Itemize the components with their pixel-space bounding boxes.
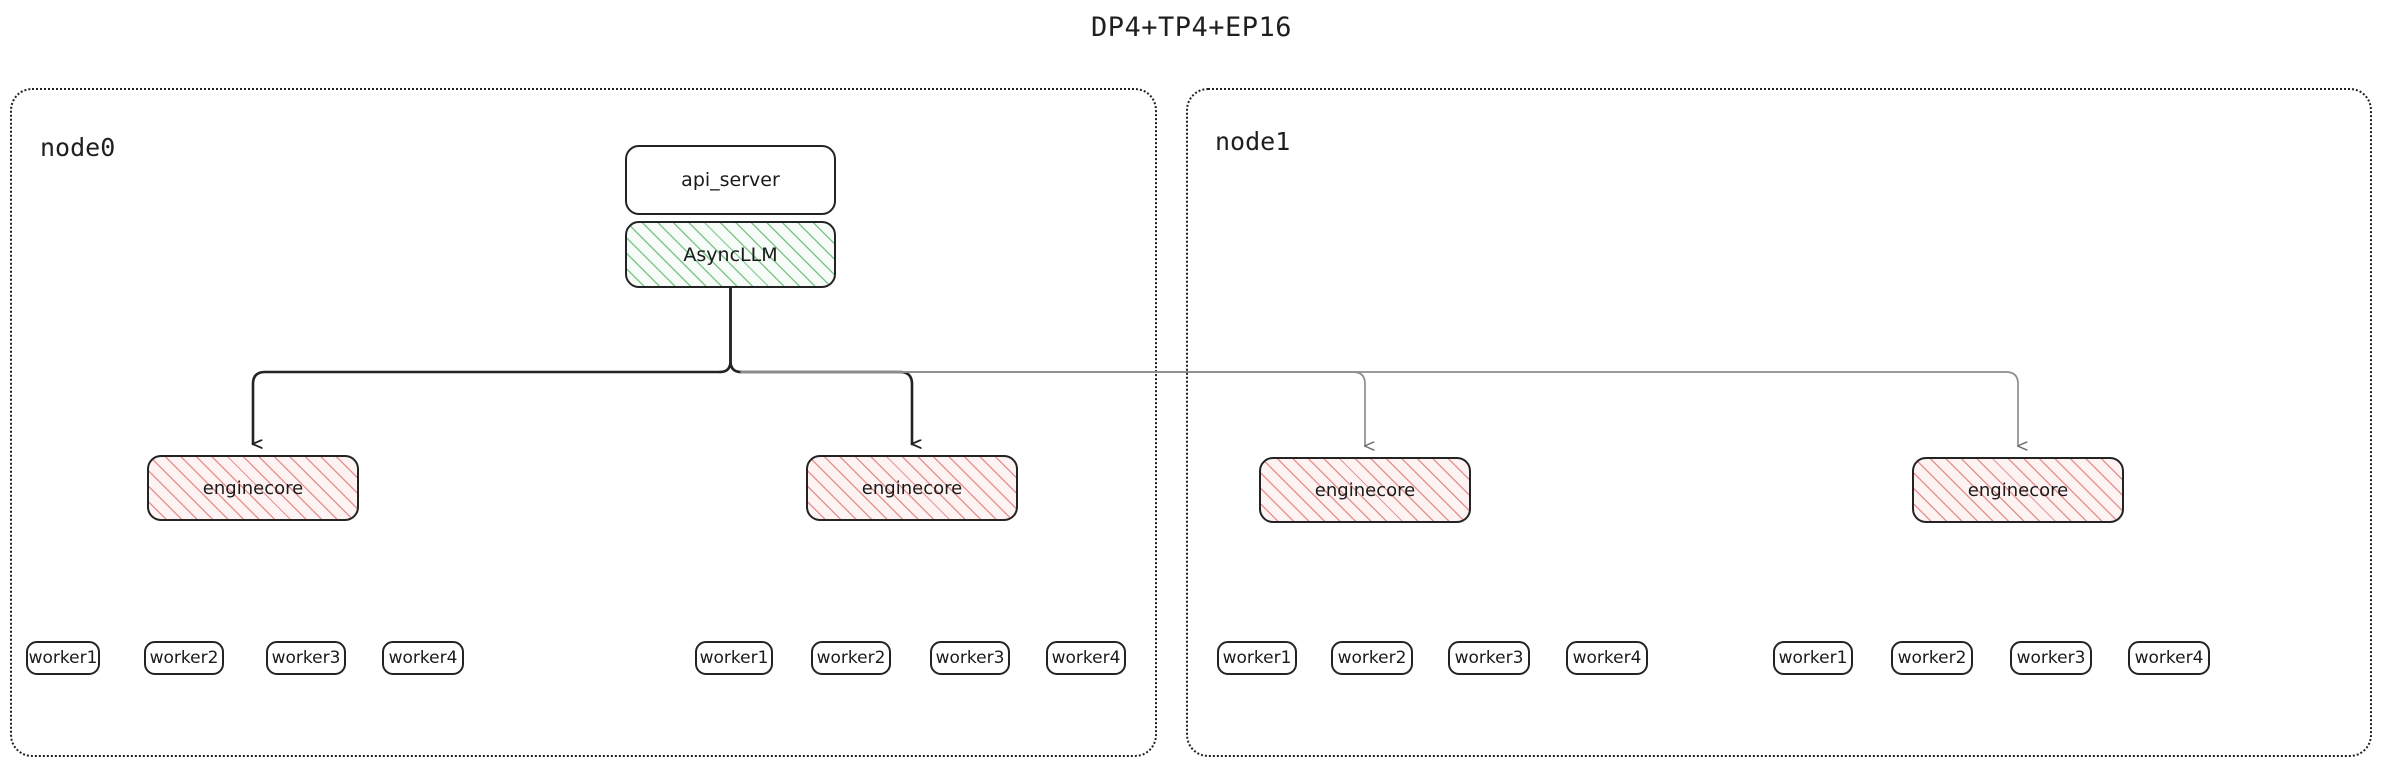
enginecore-box-node1-1[interactable]: enginecore (1912, 457, 2124, 523)
worker-box-node1-0-0[interactable]: worker1 (1217, 641, 1297, 675)
worker-box-node0-0-1[interactable]: worker2 (144, 641, 224, 675)
worker-box-node0-1-3[interactable]: worker4 (1046, 641, 1126, 675)
page-title: DP4+TP4+EP16 (1090, 12, 1293, 43)
worker-box-node1-0-2[interactable]: worker3 (1448, 641, 1530, 675)
enginecore-box-node1-0[interactable]: enginecore (1259, 457, 1471, 523)
worker-box-node1-0-3[interactable]: worker4 (1566, 641, 1648, 675)
api-server-box[interactable]: api_server (625, 145, 836, 215)
worker-box-node0-0-2[interactable]: worker3 (266, 641, 346, 675)
enginecore-box-node0-1[interactable]: enginecore (806, 455, 1018, 521)
worker-box-node0-1-0[interactable]: worker1 (695, 641, 773, 675)
async-llm-box[interactable]: AsyncLLM (625, 221, 836, 288)
worker-box-node0-1-2[interactable]: worker3 (930, 641, 1010, 675)
worker-box-node1-1-0[interactable]: worker1 (1773, 641, 1853, 675)
worker-box-node1-1-2[interactable]: worker3 (2010, 641, 2092, 675)
worker-box-node1-1-1[interactable]: worker2 (1891, 641, 1973, 675)
node-label-node0: node0 (40, 133, 116, 162)
worker-box-node1-0-1[interactable]: worker2 (1331, 641, 1413, 675)
worker-box-node0-0-3[interactable]: worker4 (382, 641, 464, 675)
node-label-node1: node1 (1215, 127, 1291, 156)
worker-box-node0-1-1[interactable]: worker2 (811, 641, 891, 675)
worker-box-node1-1-3[interactable]: worker4 (2128, 641, 2210, 675)
enginecore-box-node0-0[interactable]: enginecore (147, 455, 359, 521)
worker-box-node0-0-0[interactable]: worker1 (26, 641, 100, 675)
